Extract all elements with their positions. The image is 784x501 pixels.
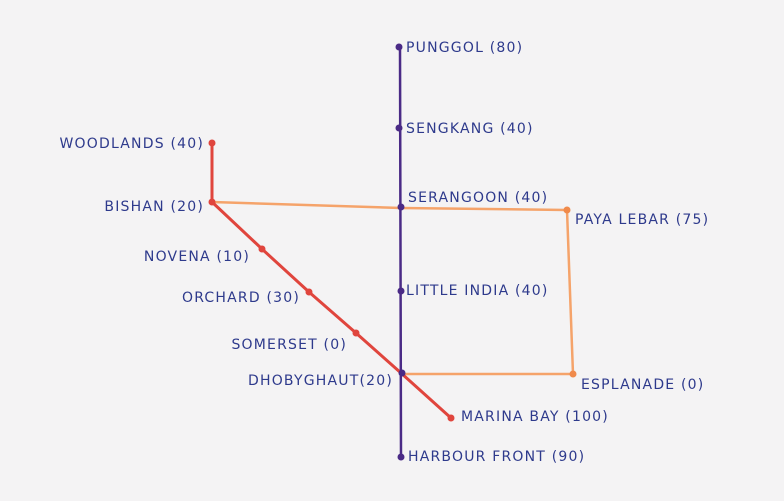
station-dot-novena[interactable]	[258, 245, 266, 253]
station-label-bishan: BISHAN (20)	[104, 199, 204, 215]
station-dot-somerset[interactable]	[352, 329, 360, 337]
purple-line	[398, 45, 403, 459]
station-label-sengkang: SENGKANG (40)	[406, 121, 534, 137]
station-dot-sengkang[interactable]	[395, 124, 403, 132]
station-label-harbour-front: HARBOUR FRONT (90)	[408, 449, 585, 465]
station-label-paya-lebar: PAYA LEBAR (75)	[575, 212, 709, 228]
station-dot-marina-bay[interactable]	[447, 414, 455, 422]
station-dot-woodlands[interactable]	[208, 139, 216, 147]
station-dot-little-india[interactable]	[397, 287, 405, 295]
station-label-punggol: PUNGGOL (80)	[406, 40, 523, 56]
station-label-serangoon: SERANGOON (40)	[408, 190, 548, 206]
station-dot-bishan[interactable]	[208, 198, 216, 206]
station-dot-orchard[interactable]	[305, 288, 313, 296]
station-label-orchard: ORCHARD (30)	[182, 290, 300, 306]
station-label-little-india: LITTLE INDIA (40)	[406, 283, 549, 299]
station-dot-esplanade[interactable]	[569, 370, 577, 378]
station-label-esplanade: ESPLANADE (0)	[581, 377, 704, 393]
station-dot-paya-lebar[interactable]	[563, 206, 571, 214]
station-label-somerset: SOMERSET (0)	[231, 337, 347, 353]
station-dot-serangoon[interactable]	[397, 203, 405, 211]
station-label-woodlands: WOODLANDS (40)	[60, 136, 205, 152]
station-dot-dhoby-ghaut[interactable]	[398, 369, 406, 377]
station-dot-harbour-front[interactable]	[397, 453, 405, 461]
station-label-marina-bay: MARINA BAY (100)	[461, 409, 609, 425]
station-dot-punggol[interactable]	[395, 43, 403, 51]
station-label-novena: NOVENA (10)	[144, 249, 250, 265]
station-label-dhoby-ghaut: DHOBYGHAUT(20)	[248, 373, 393, 389]
